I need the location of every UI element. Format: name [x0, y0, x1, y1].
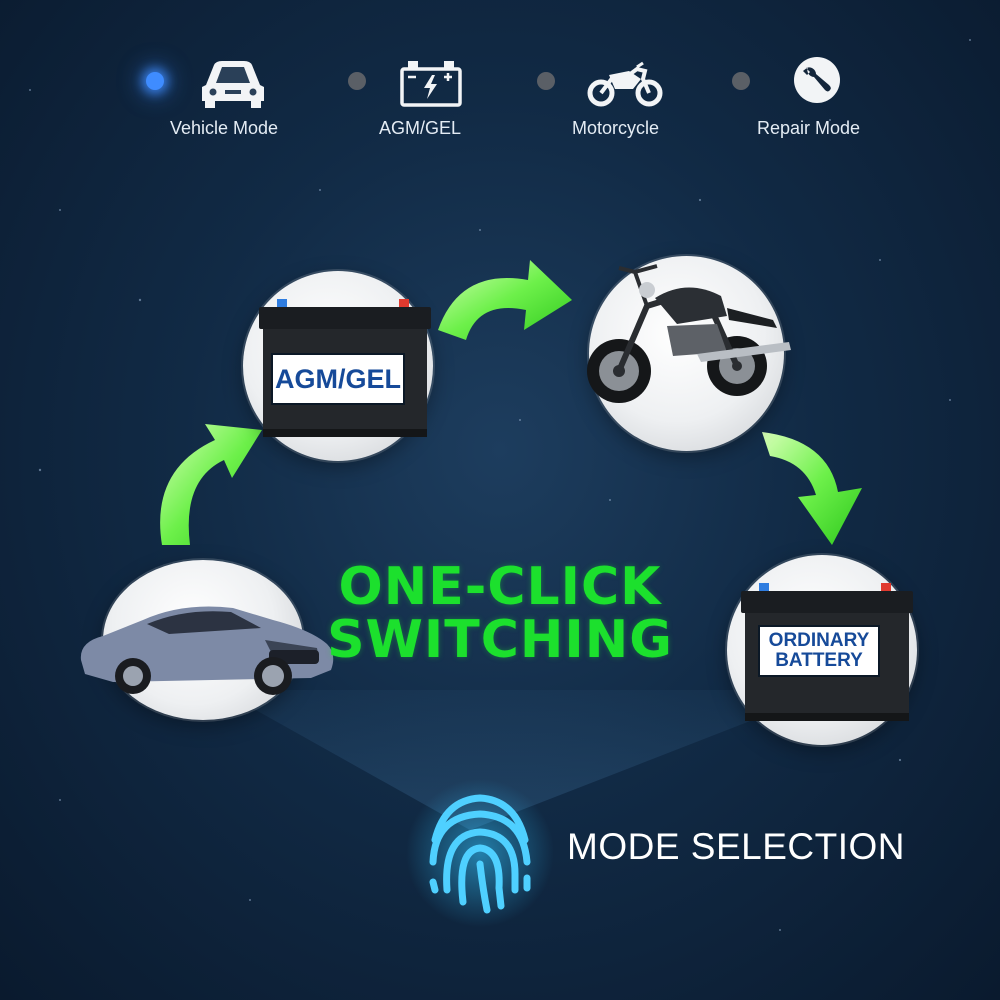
ordinary-label-line2: BATTERY	[775, 649, 863, 671]
fingerprint-icon[interactable]	[405, 778, 555, 928]
ordinary-battery-label: ORDINARY BATTERY	[758, 625, 880, 677]
indicator-dot	[732, 72, 750, 90]
wrench-icon	[794, 57, 840, 103]
mode-label: AGM/GEL	[379, 118, 462, 138]
motorcycle-image	[587, 264, 791, 403]
agm-gel-label: AGM/GEL	[271, 353, 405, 405]
mode-agm-gel[interactable]: AGM/GEL	[348, 55, 548, 155]
battery-icon	[400, 61, 462, 107]
arrow-motorcycle-to-ordinary	[762, 432, 862, 545]
car-icon	[202, 61, 264, 108]
arrow-car-to-agm	[160, 424, 262, 545]
indicator-dot	[537, 72, 555, 90]
headline-line2: SWITCHING	[327, 610, 673, 670]
mode-repair[interactable]: Repair Mode	[732, 55, 932, 155]
mode-vehicle[interactable]: Vehicle Mode	[146, 55, 346, 155]
mode-label: Motorcycle	[572, 118, 660, 138]
motorcycle-icon	[587, 61, 663, 107]
headline-line1: ONE-CLICK	[338, 557, 662, 617]
vehicle-node	[80, 560, 334, 720]
car-image	[80, 606, 334, 695]
arrow-agm-to-motorcycle	[438, 260, 572, 340]
mode-label: Repair Mode	[757, 118, 861, 138]
agm-gel-node: AGM/GEL	[243, 271, 433, 461]
mode-motorcycle[interactable]: Motorcycle	[537, 55, 737, 155]
ordinary-battery-node: ORDINARY BATTERY	[727, 555, 917, 745]
mode-label: Vehicle Mode	[170, 118, 279, 138]
ordinary-label-line1: ORDINARY	[768, 630, 870, 651]
indicator-dot	[348, 72, 366, 90]
active-indicator-dot	[146, 72, 164, 90]
motorcycle-node	[587, 256, 791, 451]
mode-selection-label: MODE SELECTION	[567, 826, 905, 867]
